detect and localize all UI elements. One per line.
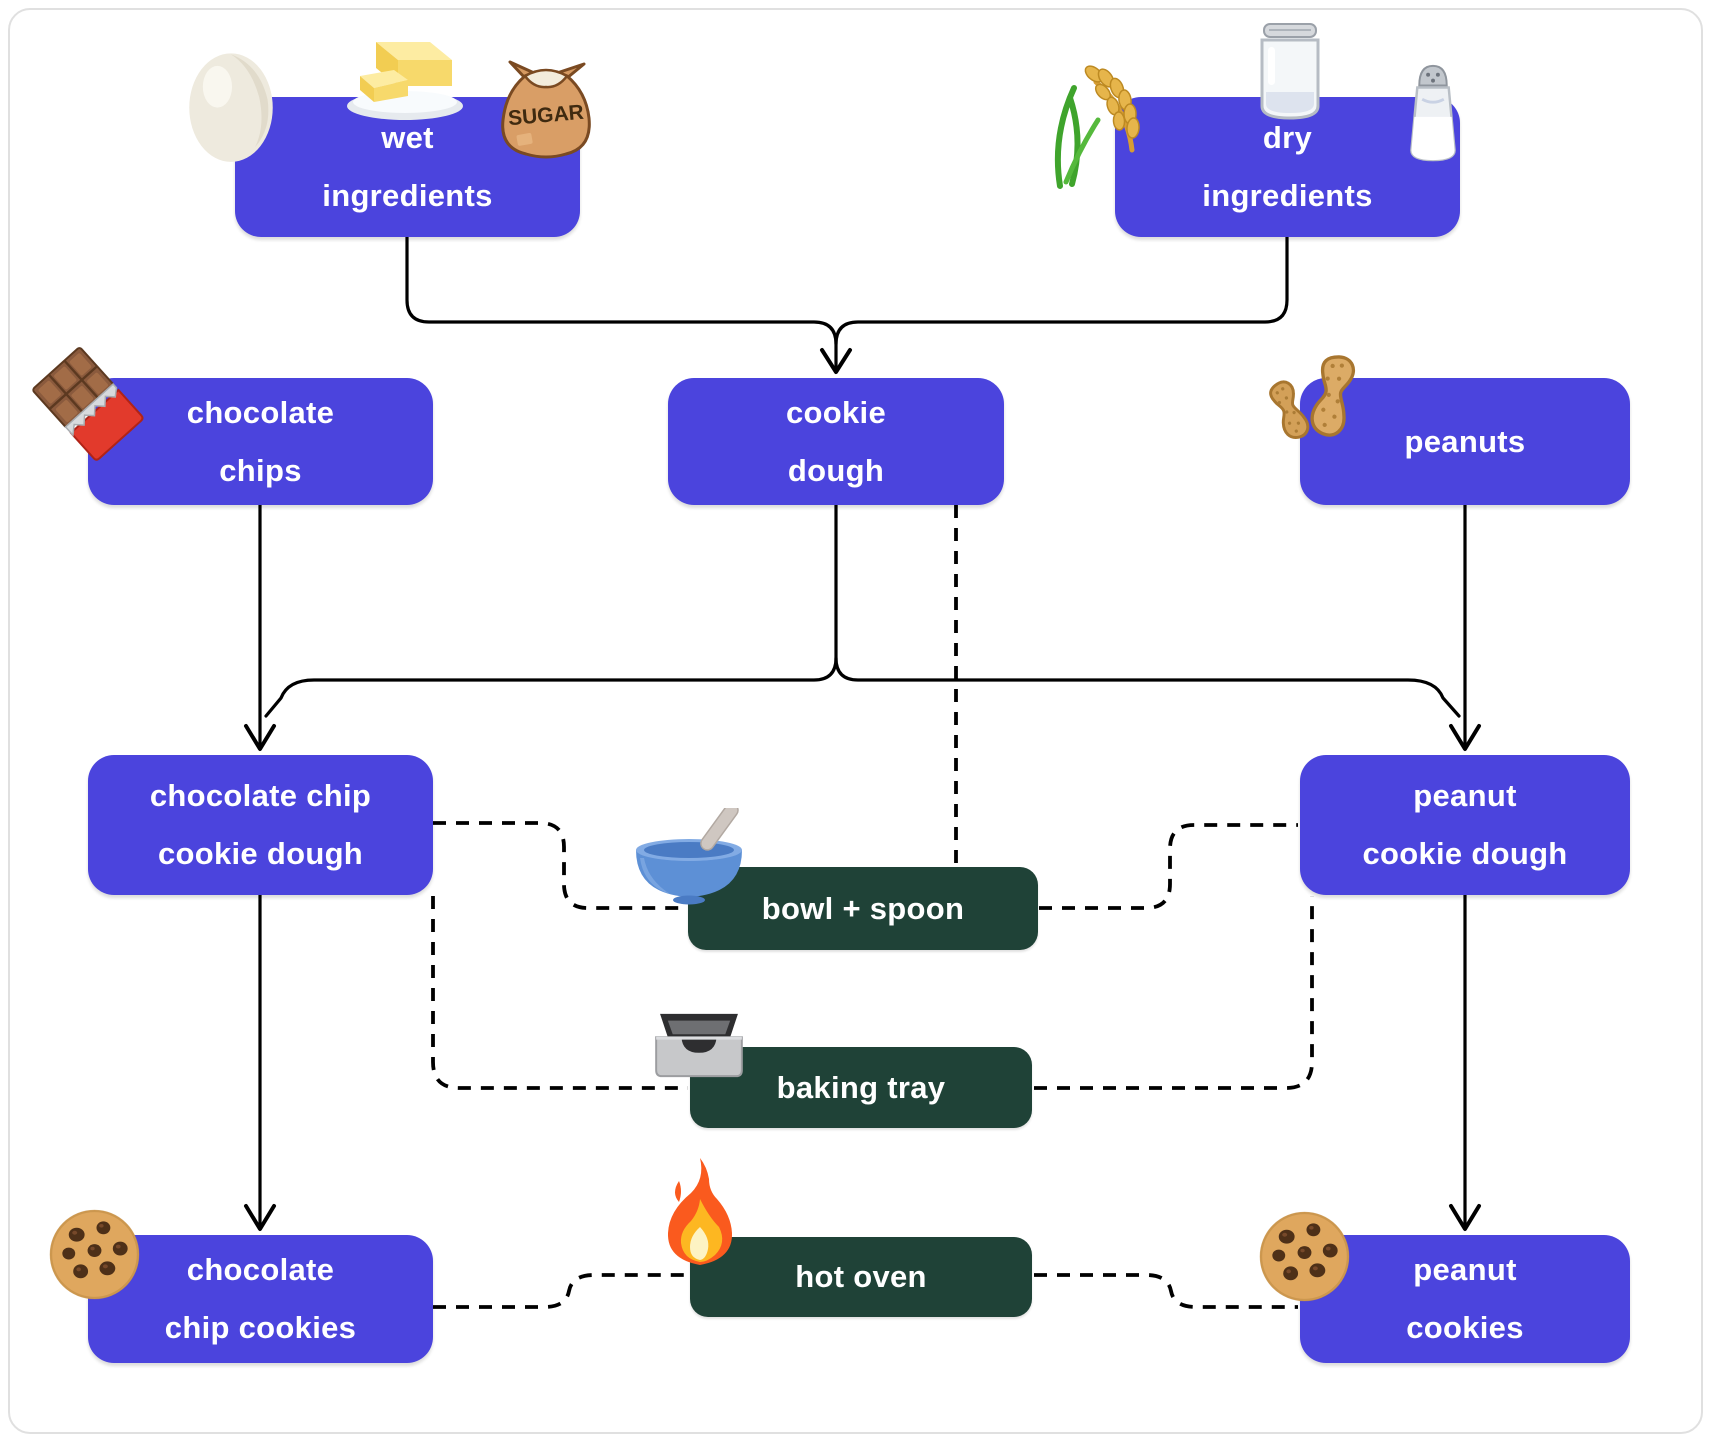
node-label: chocolate: [186, 1252, 335, 1287]
edge-dough-split-right: [834, 656, 1461, 718]
node-chocolate-chip-cookie-dough: chocolate chip cookie dough: [88, 755, 433, 895]
node-chocolate-chip-cookies: chocolate chip cookies: [88, 1235, 433, 1363]
node-label: cookie dough: [157, 836, 364, 871]
arrowhead: [244, 724, 276, 751]
node-label: peanut: [1413, 1252, 1517, 1287]
node-label: peanuts: [1404, 423, 1526, 459]
arrowhead: [1449, 1204, 1481, 1231]
node-label: baking tray: [776, 1069, 946, 1105]
edge-ccc-to-oven-dashed: [433, 1273, 688, 1309]
arrowhead: [820, 348, 852, 374]
card-frame: [8, 8, 1703, 1434]
node-peanut-cookies: peanut cookies: [1300, 1235, 1630, 1363]
edge-ccd-to-tray-dashed: [431, 896, 688, 1090]
node-label: bowl + spoon: [761, 890, 965, 926]
node-label: ingredients: [322, 178, 493, 213]
node-dry-ingredients: dry ingredients: [1115, 97, 1460, 237]
edge-tray-to-pcd-dashed: [1034, 896, 1314, 1090]
edge-bowl-to-pcd-dashed: [1039, 823, 1298, 910]
edge-wet-to-dough: [405, 235, 838, 369]
node-label: dough: [787, 452, 885, 488]
edge-dough-split-left: [264, 503, 838, 718]
node-label: dry: [1262, 120, 1313, 155]
node-chocolate-chips: chocolate chips: [88, 378, 433, 505]
arrowhead: [1449, 724, 1481, 751]
node-label: cookies: [1406, 1310, 1524, 1345]
node-peanuts: peanuts: [1300, 378, 1630, 505]
node-label: cookie dough: [1362, 836, 1568, 871]
node-label: ingredients: [1202, 178, 1373, 213]
node-label: chocolate: [186, 394, 335, 430]
node-hot-oven: hot oven: [690, 1237, 1032, 1317]
node-label: chip cookies: [164, 1310, 357, 1345]
node-peanut-cookie-dough: peanut cookie dough: [1300, 755, 1630, 895]
edge-oven-to-pc-dashed: [1034, 1273, 1298, 1309]
node-label: chips: [219, 452, 302, 488]
node-label: chocolate chip: [149, 778, 372, 813]
node-wet-ingredients: wet ingredients: [235, 97, 580, 237]
node-label: peanut: [1413, 778, 1517, 813]
node-label: hot oven: [795, 1259, 927, 1294]
node-label: wet: [381, 120, 434, 155]
node-bowl-spoon: bowl + spoon: [688, 867, 1038, 950]
node-baking-tray: baking tray: [690, 1047, 1032, 1128]
edge-ccd-to-bowl-dashed: [433, 821, 686, 910]
arrowhead: [244, 1204, 276, 1231]
edge-dry-to-dough: [834, 235, 1289, 346]
node-cookie-dough: cookie dough: [668, 378, 1004, 505]
node-label: cookie: [785, 394, 886, 430]
